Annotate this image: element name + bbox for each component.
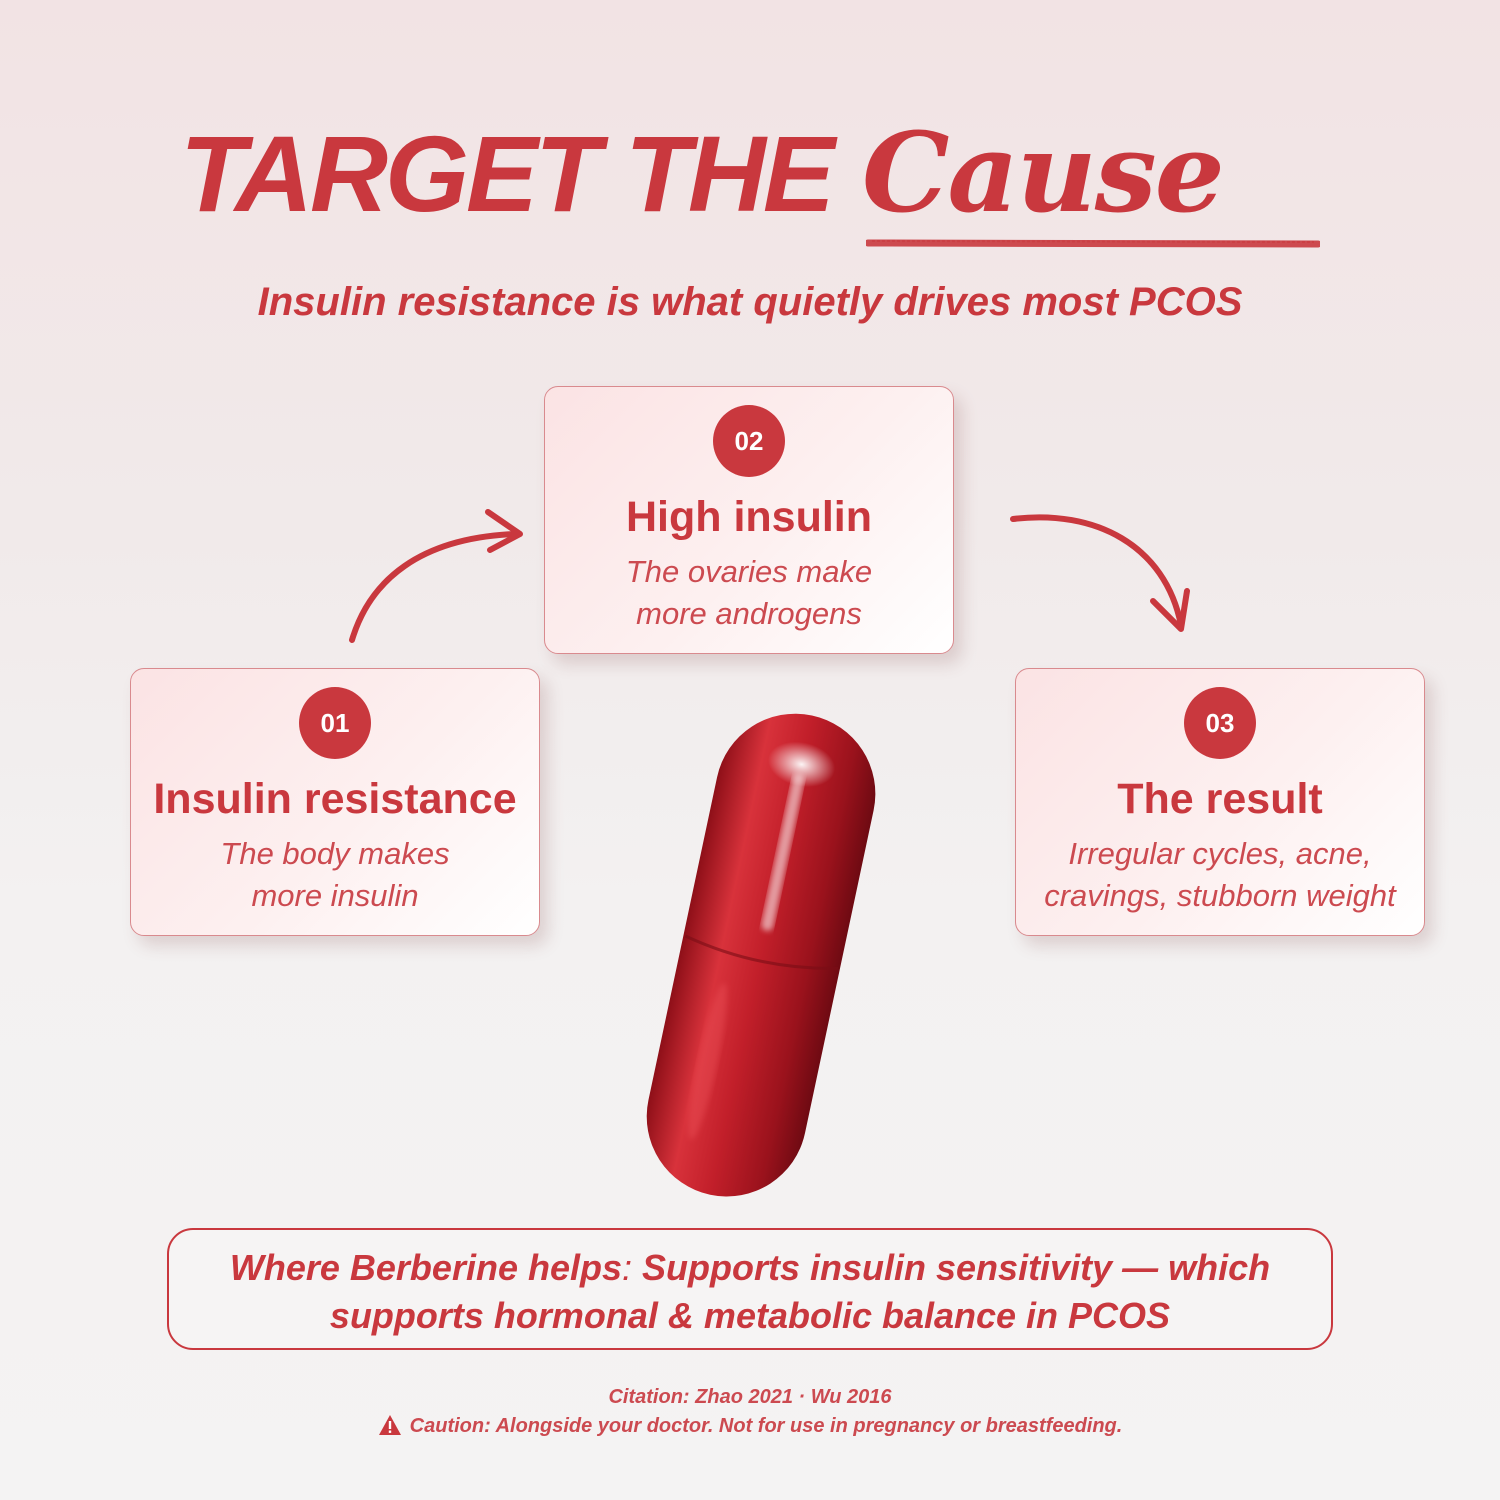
callout-lead: Where Berberine helps xyxy=(229,1247,622,1288)
step-title: Insulin resistance xyxy=(153,775,517,823)
step-card-the-result: 03 The result Irregular cycles, acne, cr… xyxy=(1015,668,1425,936)
step-card-high-insulin: 02 High insulin The ovaries make more an… xyxy=(544,386,954,654)
headline-script: Cause xyxy=(861,108,1225,237)
berberine-callout: Where Berberine helps: Supports insulin … xyxy=(167,1228,1333,1350)
step-description: The body makes more insulin xyxy=(220,836,450,913)
callout-separator: : xyxy=(622,1247,633,1288)
curved-arrow-down-icon xyxy=(1010,514,1190,632)
caution-text: Caution: Alongside your doctor. Not for … xyxy=(409,1415,1123,1437)
curved-arrow-right-icon xyxy=(349,509,523,643)
step-card-insulin-resistance: 01 Insulin resistance The body makes mor… xyxy=(130,668,540,936)
callout-body: Supports insulin sensitivity — which sup… xyxy=(329,1247,1271,1336)
step-description: The ovaries make more androgens xyxy=(625,554,873,631)
step-title: The result xyxy=(1117,775,1323,823)
headline-underline xyxy=(866,239,1320,248)
step-number-badge: 03 xyxy=(1184,687,1256,759)
caution-line: Caution: Alongside your doctor. Not for … xyxy=(0,1414,1500,1438)
citation-text: Citation: Zhao 2021 · Wu 2016 xyxy=(608,1386,892,1408)
warning-triangle-icon xyxy=(378,1415,401,1435)
step-description: Irregular cycles, acne, cravings, stubbo… xyxy=(1044,836,1396,913)
step-number-badge: 02 xyxy=(713,405,785,477)
subtitle: Insulin resistance is what quietly drive… xyxy=(257,280,1243,324)
red-capsule-image xyxy=(646,713,876,1197)
step-title: High insulin xyxy=(625,493,873,541)
step-number-badge: 01 xyxy=(299,687,371,759)
headline-caps: TARGET THE xyxy=(180,113,835,234)
